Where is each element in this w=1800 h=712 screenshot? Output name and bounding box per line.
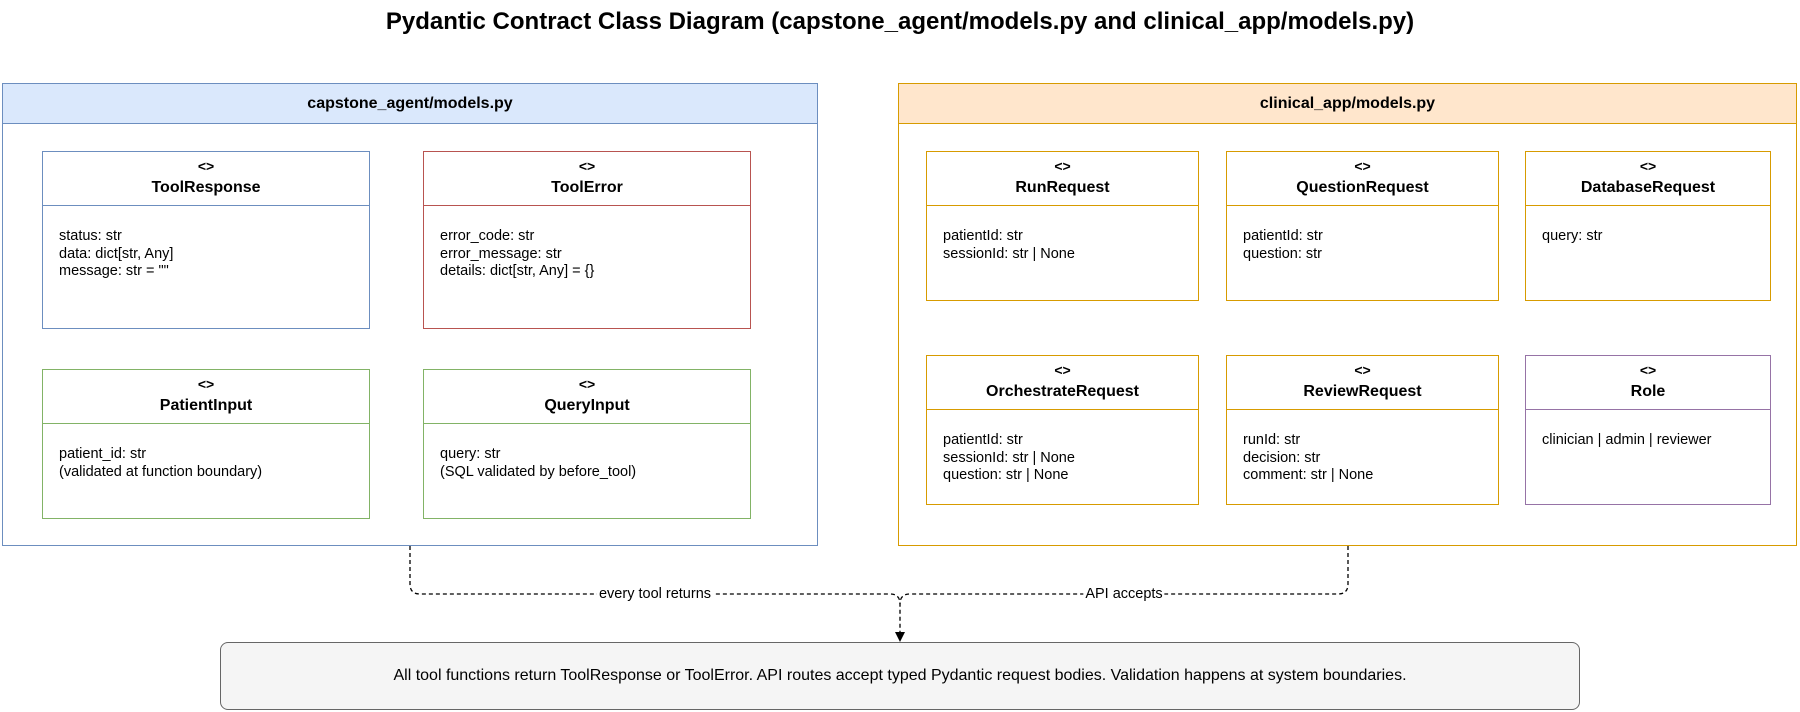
class-query-input: <> QueryInput query: str (SQL validated … — [423, 369, 751, 519]
attribute: patientId: str — [1243, 228, 1323, 244]
class-tool-error: <> ToolError error_code: str error_messa… — [423, 151, 751, 329]
class-header: <> OrchestrateRequest — [927, 356, 1198, 410]
attribute: sessionId: str | None — [943, 449, 1075, 466]
attribute-list: patientId: str question: str — [1227, 206, 1498, 263]
edge-label-api-accepts: API accepts — [1083, 585, 1165, 603]
stereotype-label: <> — [197, 376, 215, 392]
attribute: runId: str — [1243, 432, 1301, 448]
package-header: capstone_agent/models.py — [3, 84, 817, 124]
arrowhead — [895, 632, 905, 642]
stereotype-label: <> — [1639, 158, 1657, 174]
class-name: RunRequest — [1015, 179, 1110, 196]
stereotype-label: <> — [578, 158, 596, 174]
attribute: error_message: str — [440, 245, 562, 262]
class-name: ToolResponse — [151, 179, 261, 196]
class-review-request: <> ReviewRequest runId: str decision: st… — [1226, 355, 1499, 505]
attribute: patient_id: str — [59, 446, 147, 462]
class-header: <> ToolError — [424, 152, 750, 206]
edge-label-every-tool-returns: every tool returns — [596, 585, 714, 603]
attribute: decision: str — [1243, 449, 1321, 466]
edge-api-accepts — [899, 546, 1349, 605]
attribute-list: patient_id: str (validated at function b… — [43, 424, 369, 481]
class-name: QuestionRequest — [1296, 179, 1429, 196]
attribute: error_code: str — [440, 228, 535, 244]
class-name: ReviewRequest — [1303, 383, 1422, 400]
attribute: data: dict[str, Any] — [59, 245, 174, 262]
attribute: clinician | admin | reviewer — [1542, 432, 1712, 448]
attribute: question: str — [1243, 245, 1322, 262]
class-header: <> ToolResponse — [43, 152, 369, 206]
attribute-list: runId: str decision: str comment: str | … — [1227, 410, 1498, 485]
attribute: patientId: str — [943, 228, 1023, 244]
class-patient-input: <> PatientInput patient_id: str (validat… — [42, 369, 370, 519]
class-question-request: <> QuestionRequest patientId: str questi… — [1226, 151, 1499, 301]
attribute: patientId: str — [943, 432, 1023, 448]
class-header: <> QuestionRequest — [1227, 152, 1498, 206]
summary-note: All tool functions return ToolResponse o… — [220, 642, 1580, 710]
package-capstone-agent: capstone_agent/models.py — [2, 83, 818, 546]
stereotype-label: <> — [1639, 362, 1657, 378]
attribute: question: str | None — [943, 467, 1069, 483]
class-header: <> ReviewRequest — [1227, 356, 1498, 410]
stereotype-label: <> — [1054, 362, 1071, 378]
attribute: (SQL validated by before_tool) — [440, 463, 637, 480]
attribute: status: str — [59, 228, 122, 244]
attribute-list: clinician | admin | reviewer — [1526, 410, 1770, 450]
stereotype-label: <> — [1354, 158, 1371, 174]
class-database-request: <> DatabaseRequest query: str — [1525, 151, 1771, 301]
class-run-request: <> RunRequest patientId: str sessionId: … — [926, 151, 1199, 301]
attribute: sessionId: str | None — [943, 245, 1075, 262]
class-tool-response: <> ToolResponse status: str data: dict[s… — [42, 151, 370, 329]
attribute-list: patientId: str sessionId: str | None que… — [927, 410, 1198, 485]
package-header: clinical_app/models.py — [899, 84, 1796, 124]
attribute-list: patientId: str sessionId: str | None — [927, 206, 1198, 263]
class-name: QueryInput — [544, 397, 630, 414]
class-header: <> Role — [1526, 356, 1770, 410]
attribute: details: dict[str, Any] = {} — [440, 263, 595, 279]
class-name: Role — [1630, 383, 1666, 400]
attribute: message: str = "" — [59, 263, 169, 279]
package-clinical-app: clinical_app/models.py — [898, 83, 1797, 546]
class-name: ToolError — [551, 179, 623, 196]
class-name: OrchestrateRequest — [986, 383, 1139, 400]
attribute-list: query: str (SQL validated by before_tool… — [424, 424, 750, 481]
class-role: <> Role clinician | admin | reviewer — [1525, 355, 1771, 505]
class-name: PatientInput — [159, 397, 253, 414]
stereotype-label: <> — [578, 376, 596, 392]
attribute-list: query: str — [1526, 206, 1770, 246]
summary-note-text: All tool functions return ToolResponse o… — [393, 667, 1407, 684]
class-header: <> QueryInput — [424, 370, 750, 424]
attribute: (validated at function boundary) — [59, 463, 263, 480]
class-header: <> PatientInput — [43, 370, 369, 424]
stereotype-label: <> — [197, 158, 215, 174]
attribute: comment: str | None — [1243, 467, 1374, 483]
diagram-title: Pydantic Contract Class Diagram (capston… — [385, 8, 1415, 35]
stereotype-label: <> — [1354, 362, 1371, 378]
attribute: query: str — [440, 446, 501, 462]
class-name: DatabaseRequest — [1580, 179, 1716, 196]
attribute-list: status: str data: dict[str, Any] message… — [43, 206, 369, 281]
attribute-list: error_code: str error_message: str detai… — [424, 206, 750, 281]
stereotype-label: <> — [1054, 158, 1071, 174]
class-header: <> RunRequest — [927, 152, 1198, 206]
class-orchestrate-request: <> OrchestrateRequest patientId: str ses… — [926, 355, 1199, 505]
class-header: <> DatabaseRequest — [1526, 152, 1770, 206]
attribute: query: str — [1542, 228, 1603, 244]
